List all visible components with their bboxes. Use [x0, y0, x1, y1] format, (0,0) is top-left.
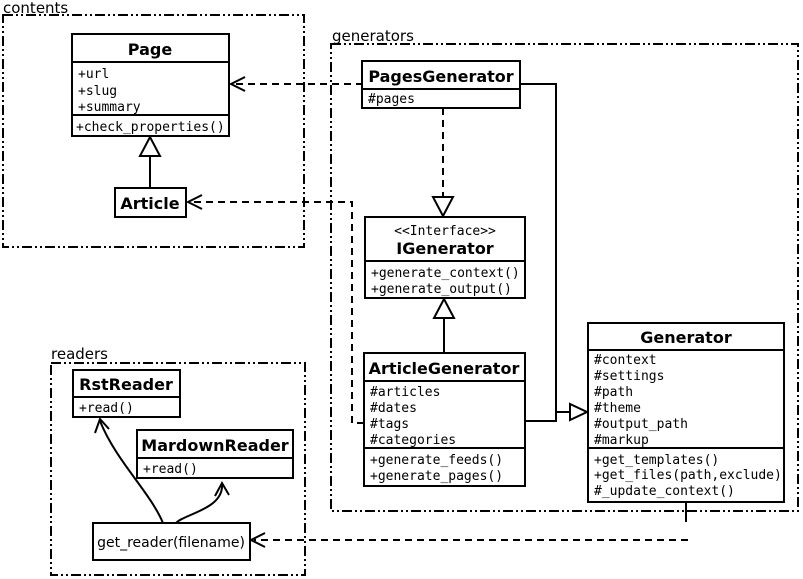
class-rstreader-box [72, 369, 181, 418]
function-getreader-label: get_reader(filename) [97, 535, 245, 551]
class-page-attribute: +slug [78, 84, 117, 99]
class-page-method: +check_properties() [76, 120, 225, 135]
class-pagesgenerator-box [361, 60, 521, 109]
class-igenerator-method: +generate_output() [371, 282, 512, 297]
class-igenerator-method: +generate_context() [371, 266, 520, 281]
class-articlegenerator-name: ArticleGenerator [369, 359, 520, 378]
arrowheads [94, 76, 590, 548]
class-page: Page +url +slug +summary +check_properti… [71, 33, 230, 137]
hollow-triangle-icon [431, 196, 455, 219]
class-mardownreader-method: +read() [143, 462, 198, 477]
package-generators-border [330, 43, 799, 512]
class-mardownreader-name: MardownReader [141, 436, 289, 455]
class-generator-name: Generator [640, 328, 732, 347]
open-arrow-icon [228, 76, 246, 92]
class-articlegenerator-attribute: #dates [370, 401, 417, 416]
generalization-pagesgenerator-to-generator [520, 83, 570, 413]
class-generator-method: +get_files(path,exclude) [594, 468, 782, 483]
class-page-name: Page [128, 40, 173, 59]
class-generator-attribute: #context [594, 353, 657, 368]
class-generator-method: #_update_context() [594, 484, 735, 499]
package-contents-label: contents [3, 0, 68, 17]
package-generators-label: generators [332, 27, 414, 45]
class-mardownreader: MardownReader +read() [136, 429, 294, 479]
class-page-box [71, 33, 230, 137]
relationship-lines [99, 83, 688, 541]
package-readers-border [50, 362, 306, 576]
class-igenerator-name: IGenerator [396, 239, 494, 258]
class-articlegenerator-method: +generate_pages() [370, 469, 503, 484]
class-rstreader-method: +read() [79, 401, 134, 416]
dependency-articlegenerator-to-article [191, 201, 364, 424]
class-articlegenerator-attribute: #tags [370, 417, 409, 432]
class-igenerator: <<Interface>> IGenerator +generate_conte… [364, 216, 526, 299]
package-readers-label: readers [51, 345, 108, 363]
open-arrow-icon [214, 480, 230, 497]
class-articlegenerator-method: +generate_feeds() [370, 453, 503, 468]
class-generator-method: +get_templates() [594, 453, 719, 468]
association-getreader-to-mardownreader [175, 483, 224, 524]
class-generator-attribute: #output_path [594, 417, 688, 432]
class-generator-attribute: #path [594, 385, 633, 400]
function-getreader: get_reader(filename) [92, 522, 251, 561]
open-arrow-icon [94, 417, 110, 434]
class-article-box [114, 187, 187, 218]
class-rstreader-name: RstReader [79, 375, 173, 394]
class-pagesgenerator-name: PagesGenerator [368, 67, 513, 86]
package-contents-border [2, 14, 305, 248]
class-pagesgenerator: PagesGenerator #pages [361, 60, 521, 109]
class-generator-box [587, 322, 785, 503]
class-page-attribute: +summary [78, 100, 141, 115]
generalization-articlegenerator-to-generator [525, 412, 557, 422]
class-pagesgenerator-attribute: #pages [368, 92, 415, 107]
class-generator-attribute: #theme [594, 401, 641, 416]
class-articlegenerator-attribute: #articles [370, 385, 440, 400]
class-generator-attribute: #markup [594, 433, 649, 448]
hollow-triangle-icon [432, 296, 456, 319]
open-arrow-icon [185, 194, 203, 210]
package-contents: contents [2, 0, 305, 248]
class-articlegenerator-attribute: #categories [370, 433, 456, 448]
class-articlegenerator-box [363, 352, 526, 487]
function-getreader-box [92, 522, 251, 561]
class-igenerator-stereotype: <<Interface>> [394, 224, 496, 239]
hollow-triangle-icon [569, 402, 590, 422]
association-getreader-to-rstreader [99, 420, 164, 524]
package-generators: generators [330, 27, 799, 512]
class-article: Article [114, 187, 187, 218]
class-article-name: Article [120, 194, 179, 213]
class-mardownreader-box [136, 429, 294, 479]
class-rstreader: RstReader +read() [72, 369, 181, 418]
class-articlegenerator: ArticleGenerator #articles #dates #tags … [363, 352, 526, 487]
class-igenerator-box [364, 216, 526, 299]
class-generator-attribute: #settings [594, 369, 664, 384]
class-generator: Generator #context #settings #path #them… [587, 322, 785, 503]
open-arrow-icon [248, 532, 266, 548]
hollow-triangle-icon [138, 134, 162, 157]
package-readers: readers [50, 345, 306, 576]
class-page-attribute: +url [78, 67, 109, 82]
